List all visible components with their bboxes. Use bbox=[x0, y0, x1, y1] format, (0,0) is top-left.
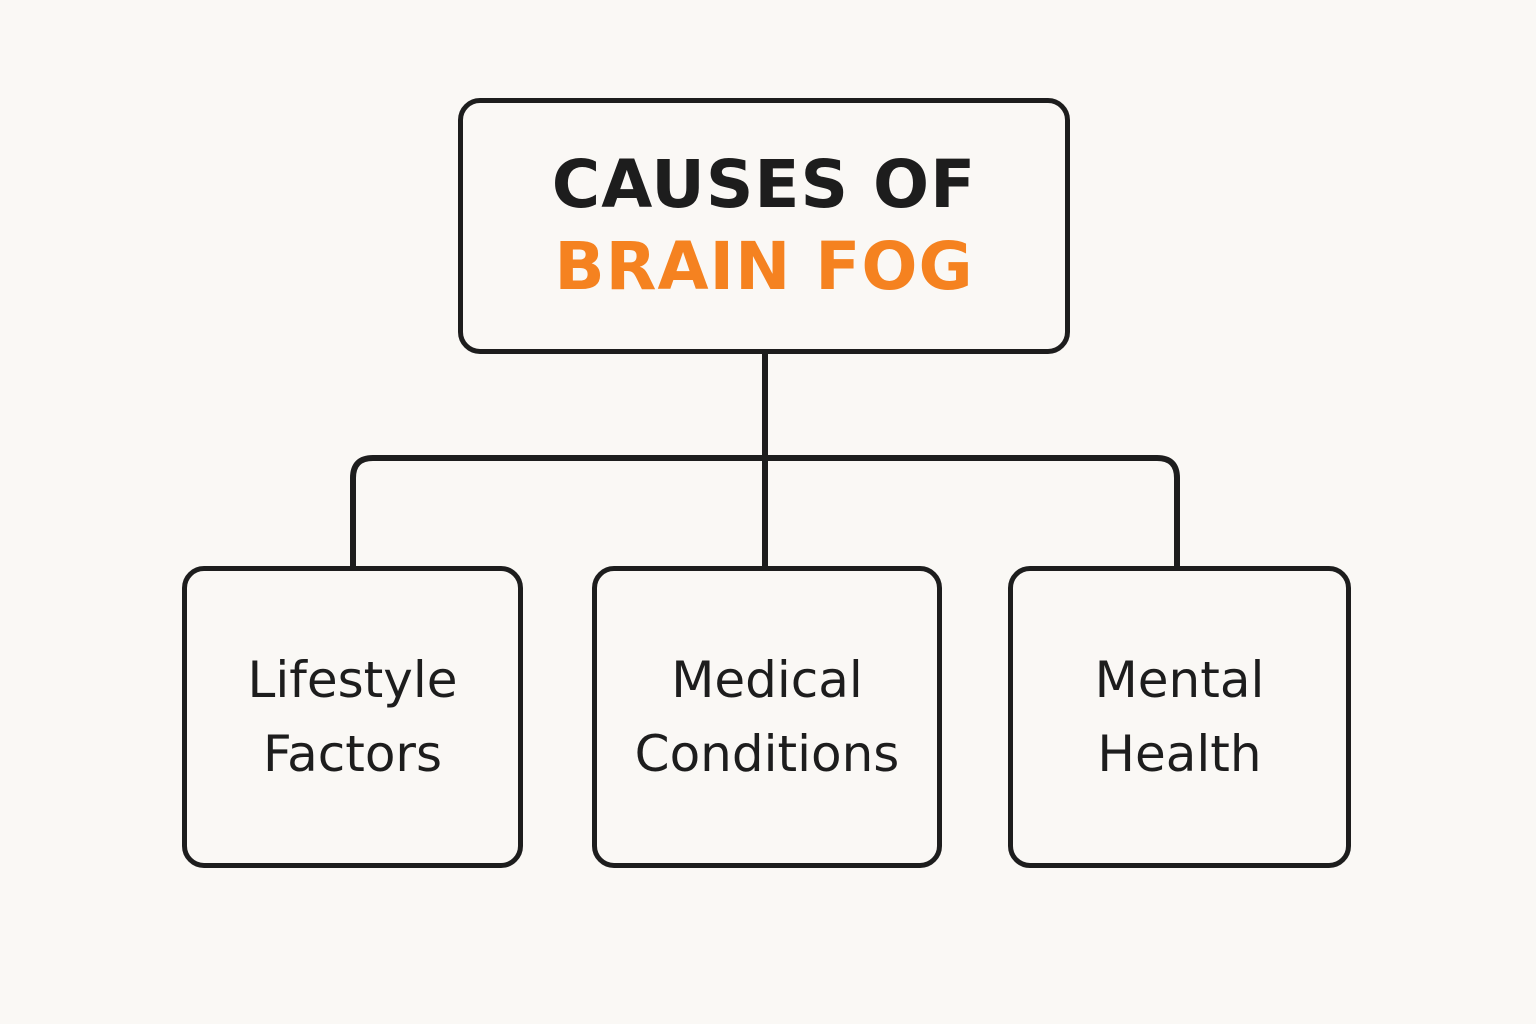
node-label-line2: Factors bbox=[262, 725, 443, 783]
node-label-line2: Conditions bbox=[634, 725, 900, 783]
node-medical-conditions: Medical Conditions bbox=[592, 566, 942, 868]
node-label-line1: Mental bbox=[1094, 651, 1265, 709]
root-title-line1: CAUSES OF bbox=[551, 146, 977, 223]
root-node: CAUSES OF BRAIN FOG bbox=[458, 98, 1070, 354]
node-label-line1: Lifestyle bbox=[247, 651, 458, 709]
node-label-line1: Medical bbox=[671, 651, 863, 709]
node-label-line2: Health bbox=[1097, 725, 1262, 783]
branch-connector bbox=[350, 455, 1180, 569]
node-mental-health: Mental Health bbox=[1008, 566, 1351, 868]
node-lifestyle-factors: Lifestyle Factors bbox=[182, 566, 523, 868]
root-title-line2: BRAIN FOG bbox=[554, 228, 974, 305]
